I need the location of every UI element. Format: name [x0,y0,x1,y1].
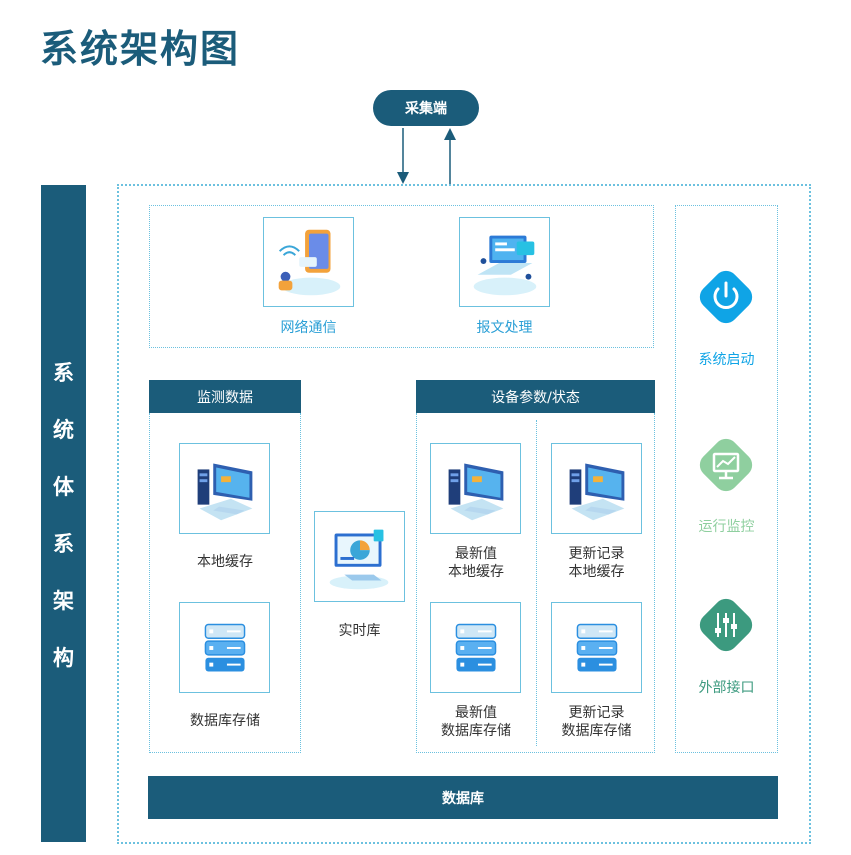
side-char: 系 [53,361,74,385]
network-communication-label: 网络通信 [280,320,337,336]
monitor-icon [699,438,753,492]
monitor-db-storage-label: 数据库存储 [190,713,260,729]
monitor-section-panel [149,413,301,753]
run-monitor-label: 运行监控 [698,519,755,535]
label-line: 最新值 [455,546,497,562]
device-section-header: 设备参数/状态 [416,380,655,413]
sliders-icon [699,598,753,652]
external-interface-label: 外部接口 [698,680,755,696]
message-processing-icon [459,217,550,307]
server-icon [430,602,521,693]
label-line: 本地缓存 [568,564,625,580]
label-line: 数据库存储 [441,723,511,739]
power-icon [699,270,753,324]
label-line: 本地缓存 [448,564,504,580]
label-line: 最新值 [455,705,497,721]
update-db-storage-label: 更新记录 数据库存储 [537,704,656,740]
side-char: 统 [53,418,74,442]
communication-panel [149,205,654,348]
label-line: 更新记录 [568,546,625,562]
monitor-section-header: 监测数据 [149,380,301,413]
dashboard-icon [314,511,405,602]
latest-local-cache-label: 最新值 本地缓存 [416,545,536,581]
side-char: 系 [53,532,74,556]
side-char: 体 [53,475,74,499]
page-title: 系统架构图 [40,27,241,71]
network-communication-icon [263,217,354,307]
device-section-panel [416,413,655,753]
side-char: 构 [53,646,74,670]
realtime-db-label: 实时库 [338,623,381,639]
bidirectional-arrows [397,128,456,184]
side-char: 架 [53,589,74,613]
system-control-panel [675,205,778,753]
computer-icon [551,443,642,534]
database-bar: 数据库 [148,776,778,819]
collector-node: 采集端 [373,90,479,126]
latest-db-storage-label: 最新值 数据库存储 [416,704,536,740]
message-processing-label: 报文处理 [476,320,533,336]
server-icon [551,602,642,693]
monitor-local-cache-label: 本地缓存 [197,554,253,570]
system-start-label: 系统启动 [698,352,755,368]
architecture-container [117,184,811,844]
label-line: 更新记录 [568,705,625,721]
computer-icon [430,443,521,534]
server-icon [179,602,270,693]
label-line: 数据库存储 [561,723,632,739]
update-local-cache-label: 更新记录 本地缓存 [537,545,656,581]
computer-icon [179,443,270,534]
side-label-bar: 系 统 体 系 架 构 [41,185,86,842]
device-section-divider [536,420,537,746]
